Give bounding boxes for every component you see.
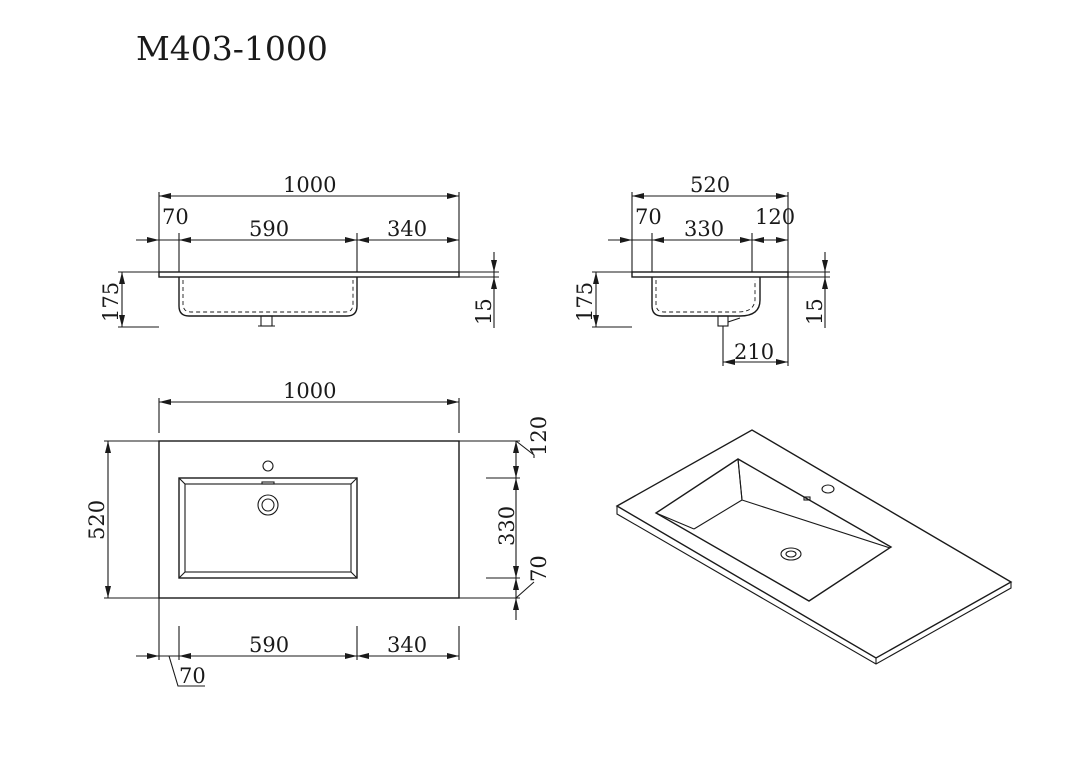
dim-right-section: 340 bbox=[387, 633, 427, 657]
basin-wall bbox=[737, 458, 743, 501]
basin-bowl bbox=[178, 277, 358, 317]
arrowhead bbox=[159, 193, 171, 199]
leader-line bbox=[168, 655, 205, 687]
basin-inner-hidden bbox=[182, 280, 354, 313]
countertop-slab bbox=[631, 271, 789, 278]
dim-left-offset: 70 bbox=[162, 205, 189, 229]
dim-height: 175 bbox=[99, 282, 123, 322]
arrowhead bbox=[513, 566, 519, 578]
arrowhead bbox=[740, 237, 752, 243]
dim-slab-thickness: 15 bbox=[472, 298, 496, 325]
arrowhead bbox=[105, 586, 111, 598]
arrowhead bbox=[447, 653, 459, 659]
arrowhead bbox=[593, 315, 599, 327]
arrowhead bbox=[513, 478, 519, 490]
arrowhead bbox=[822, 277, 828, 289]
arrowhead bbox=[491, 260, 497, 272]
arrowhead bbox=[513, 578, 519, 590]
dim-bowl-width: 590 bbox=[249, 633, 289, 657]
arrowhead bbox=[179, 237, 191, 243]
basin-corner bbox=[178, 571, 186, 579]
arrowhead bbox=[159, 399, 171, 405]
arrowhead bbox=[652, 237, 664, 243]
drain-inner bbox=[785, 550, 797, 558]
top-view: 1000 520 120 bbox=[85, 379, 551, 688]
dim-front-offset: 70 bbox=[635, 205, 662, 229]
drain-pipe bbox=[260, 315, 273, 327]
dim-bowl-depth: 330 bbox=[684, 217, 724, 241]
dim-front-offset: 70 bbox=[527, 555, 551, 582]
dim-slab-thickness: 15 bbox=[803, 298, 827, 325]
dim-overall-width: 1000 bbox=[283, 379, 336, 403]
arrowhead bbox=[513, 598, 519, 610]
basin-corner bbox=[350, 477, 358, 485]
arrowhead bbox=[147, 237, 159, 243]
arrowhead bbox=[620, 237, 632, 243]
arrowhead bbox=[357, 237, 369, 243]
dim-overall-width: 1000 bbox=[283, 173, 336, 197]
arrowhead bbox=[822, 260, 828, 272]
arrowhead bbox=[593, 272, 599, 284]
basin-corner bbox=[178, 477, 186, 485]
basin-inner-hidden bbox=[655, 280, 756, 313]
arrowhead bbox=[119, 272, 125, 284]
dim-back-section: 120 bbox=[755, 205, 795, 229]
drawing-title: M403-1000 bbox=[136, 29, 328, 68]
arrowhead bbox=[752, 237, 764, 243]
tap-hole bbox=[262, 460, 274, 472]
front-view: 1000 70 590 340 175 15 bbox=[99, 173, 499, 328]
arrowhead bbox=[357, 653, 369, 659]
isometric-view bbox=[615, 429, 1013, 665]
arrowhead bbox=[345, 653, 357, 659]
arrowhead bbox=[776, 193, 788, 199]
basin-wall bbox=[655, 512, 695, 530]
leader-line bbox=[515, 440, 535, 458]
dim-back-section: 120 bbox=[527, 416, 551, 456]
arrowhead bbox=[147, 653, 159, 659]
arrowhead bbox=[447, 237, 459, 243]
countertop-slab bbox=[158, 271, 460, 278]
arrowhead bbox=[179, 653, 191, 659]
arrowhead bbox=[491, 277, 497, 289]
leader-line bbox=[515, 581, 535, 599]
overflow-slot bbox=[803, 496, 811, 501]
dim-right-section: 340 bbox=[387, 217, 427, 241]
arrowhead bbox=[776, 359, 788, 365]
arrowhead bbox=[776, 237, 788, 243]
basin-opening bbox=[654, 458, 893, 602]
dim-depth: 520 bbox=[690, 173, 730, 197]
basin-bowl bbox=[651, 277, 761, 317]
arrowhead bbox=[447, 193, 459, 199]
drain-pipe bbox=[717, 315, 729, 327]
countertop-outline bbox=[158, 440, 460, 599]
dim-depth: 520 bbox=[85, 500, 109, 540]
arrowhead bbox=[723, 359, 735, 365]
dim-height: 175 bbox=[573, 282, 597, 322]
countertop-edge bbox=[616, 506, 1012, 665]
basin-outer bbox=[178, 477, 358, 579]
arrowhead bbox=[632, 193, 644, 199]
dim-left-offset: 70 bbox=[179, 664, 206, 688]
arrowhead bbox=[513, 466, 519, 478]
tap-hole bbox=[821, 484, 835, 494]
arrowhead bbox=[105, 441, 111, 453]
drain-pipe bbox=[727, 317, 741, 323]
dim-bowl-width: 590 bbox=[249, 217, 289, 241]
arrowhead bbox=[447, 399, 459, 405]
overflow-slot bbox=[261, 481, 275, 485]
arrowhead bbox=[345, 237, 357, 243]
basin-corner bbox=[350, 571, 358, 579]
basin-wall bbox=[693, 499, 743, 530]
countertop-top-surface bbox=[615, 429, 1013, 659]
dim-drain-offset: 210 bbox=[734, 340, 774, 364]
arrowhead bbox=[513, 441, 519, 453]
drain-inner bbox=[261, 498, 275, 512]
drain-outer bbox=[780, 547, 802, 561]
drain-outer bbox=[257, 494, 279, 516]
arrowhead bbox=[119, 315, 125, 327]
basin-inner bbox=[184, 483, 352, 573]
dim-bowl-depth: 330 bbox=[495, 506, 519, 546]
side-view: 520 70 330 120 175 15 bbox=[573, 173, 830, 366]
